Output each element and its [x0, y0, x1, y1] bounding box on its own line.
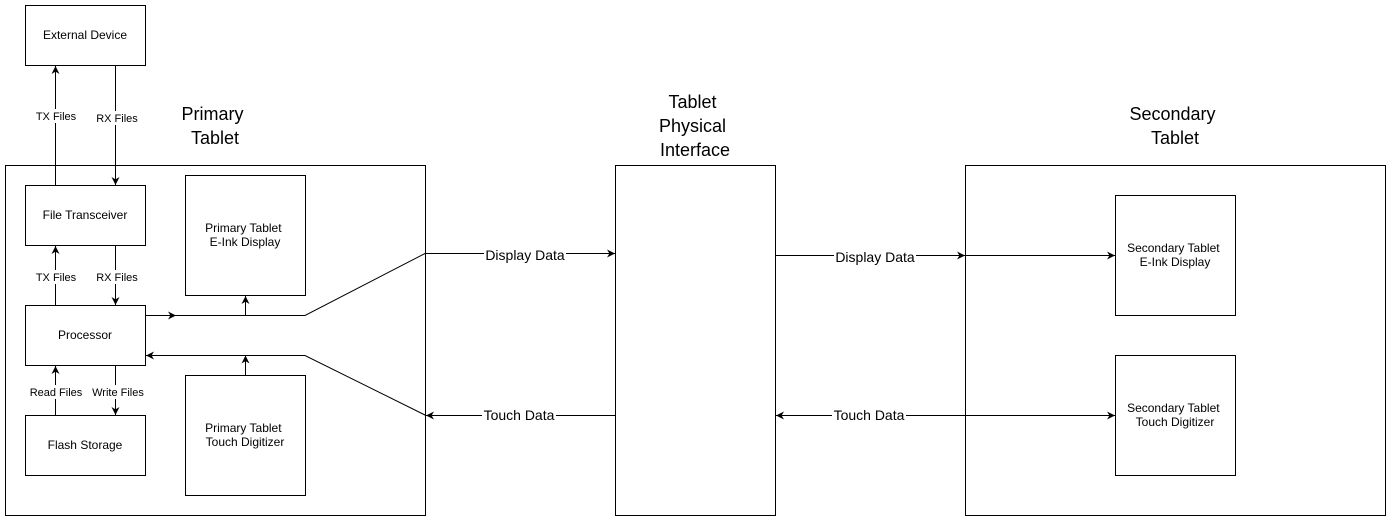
primary-tablet-title-line: Primary	[181, 104, 243, 124]
secondary-tablet-title: Secondary Tablet	[1129, 104, 1220, 148]
touch-data-bus-diagonal	[146, 351, 427, 416]
node-label-line: Touch Digitizer	[1136, 415, 1215, 429]
write-files-label: Write Files	[92, 387, 144, 399]
interface-title-line: Interface	[660, 140, 730, 160]
tablet-physical-interface-box	[615, 165, 776, 516]
processor-box	[25, 305, 146, 366]
touch-data-right-label: Touch Data	[834, 407, 905, 423]
node-label-line: Primary Tablet	[205, 421, 282, 435]
external-device-box	[25, 5, 146, 66]
tx-files-top-label: TX Files	[36, 111, 77, 123]
rx-files-top-label: RX Files	[96, 113, 138, 125]
display-data-right-label: Display Data	[835, 249, 915, 265]
secondary-touch-digitizer-box	[1115, 355, 1236, 476]
node-label-line: Touch Digitizer	[206, 435, 285, 449]
tx-files-mid-label: TX Files	[36, 272, 77, 284]
node-label-line: File Transceiver	[43, 208, 128, 222]
primary-eink-display-box	[185, 175, 306, 296]
node-label-line: Primary Tablet	[205, 221, 282, 235]
flash-storage-label: Flash Storage	[48, 438, 123, 452]
display-data-left-label: Display Data	[485, 247, 565, 263]
node-label-line: Flash Storage	[48, 438, 123, 452]
primary-tablet-title-line: Tablet	[191, 128, 239, 148]
secondary-eink-display-label: Secondary Tablet E-Ink Display	[1127, 241, 1223, 269]
node-label-line: Secondary Tablet	[1127, 401, 1220, 415]
tablet-physical-interface-title: Tablet Physical Interface	[659, 92, 731, 160]
file-transceiver-box	[25, 185, 146, 246]
file-transceiver-label: File Transceiver	[43, 208, 128, 222]
primary-tablet-title: Primary Tablet	[181, 104, 248, 148]
touch-data-left-label: Touch Data	[484, 407, 555, 423]
read-files-label: Read Files	[30, 387, 83, 399]
interface-title-line: Physical	[659, 116, 726, 136]
secondary-tablet-title-line: Tablet	[1151, 128, 1199, 148]
primary-touch-digitizer-box	[185, 375, 306, 496]
external-device-label: External Device	[43, 28, 127, 42]
secondary-eink-display-box	[1115, 195, 1236, 316]
flash-storage-box	[25, 415, 146, 476]
node-label-line: Processor	[58, 328, 112, 342]
interface-title-line: Tablet	[668, 92, 716, 112]
processor-label: Processor	[58, 328, 112, 342]
primary-eink-display-label: Primary Tablet E-Ink Display	[205, 221, 285, 249]
secondary-tablet-title-line: Secondary	[1129, 104, 1215, 124]
node-label-line: External Device	[43, 28, 127, 42]
secondary-touch-digitizer-label: Secondary Tablet Touch Digitizer	[1127, 401, 1223, 429]
node-label-line: E-Ink Display	[1140, 255, 1211, 269]
node-label-line: Secondary Tablet	[1127, 241, 1220, 255]
rx-files-mid-label: RX Files	[96, 272, 138, 284]
primary-touch-digitizer-label: Primary Tablet Touch Digitizer	[205, 421, 285, 449]
node-label-line: E-Ink Display	[210, 235, 281, 249]
